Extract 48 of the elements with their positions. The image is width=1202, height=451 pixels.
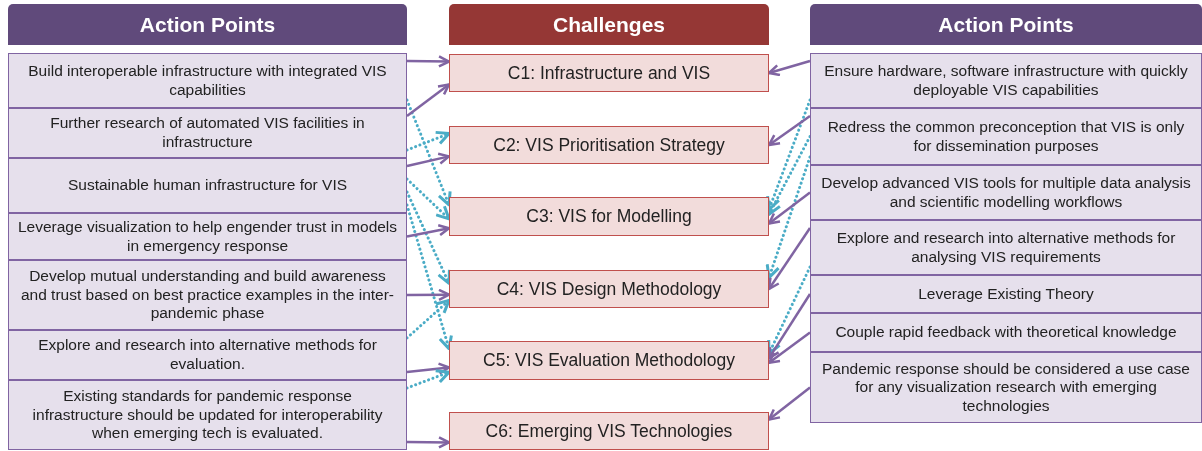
action-point-box: Explore and research into alternative methods for evaluation.	[8, 330, 407, 380]
arrow	[767, 386, 811, 421]
dotted-arrow	[405, 177, 451, 221]
dotted-arrow	[405, 98, 452, 207]
challenge-box: C4: VIS Design Methodology	[449, 270, 769, 308]
dotted-arrow	[767, 135, 812, 216]
dotted-arrow	[405, 130, 451, 152]
action-point-box: Existing standards for pandemic response infrastructure should be updated for interoperability when emerging tech is evaluated.	[8, 380, 407, 450]
challenge-box: C1: Infrastructure and VIS	[449, 54, 769, 92]
arrow	[406, 83, 451, 117]
action-point-box: Develop advanced VIS tools for multiple data analysis and scientific modelling workflows	[810, 165, 1202, 220]
arrow	[406, 152, 451, 168]
arrow	[406, 362, 451, 375]
challenge-box: C2: VIS Prioritisation Strategy	[449, 126, 769, 164]
dotted-arrow	[767, 265, 812, 355]
action-point-box: Build interoperable infrastructure with integrated VIS capabilities	[8, 53, 407, 108]
arrow	[406, 224, 451, 238]
action-point-box: Couple rapid feedback with theoretical knowledge	[810, 313, 1202, 352]
arrow	[767, 293, 812, 360]
challenge-box: C3: VIS for Modelling	[449, 197, 769, 236]
dotted-arrow	[405, 298, 451, 340]
dotted-arrow	[765, 155, 812, 280]
arrow	[767, 115, 811, 147]
action-point-box: Develop mutual understanding and build awareness and trust based on best practice examples in the inter-pandemic phase	[8, 260, 407, 330]
arrow	[407, 55, 451, 68]
column-header: Action Points	[8, 4, 407, 45]
action-point-box: Pandemic response should be considered a use case for any visualization research with emerging technologies	[810, 352, 1202, 423]
dotted-arrow	[405, 369, 451, 390]
dotted-arrow	[405, 190, 451, 285]
action-point-box: Explore and research into alternative methods for analysing VIS requirements	[810, 220, 1202, 275]
arrow	[407, 436, 451, 449]
challenge-box: C6: Emerging VIS Technologies	[449, 412, 769, 450]
dotted-arrow	[405, 203, 453, 351]
dotted-arrow	[766, 98, 812, 211]
action-point-box: Leverage Existing Theory	[810, 275, 1202, 313]
arrow	[767, 227, 812, 291]
arrow	[767, 59, 811, 77]
action-point-box: Ensure hardware, software infrastructure with quickly deployable VIS capabilities	[810, 53, 1202, 108]
action-point-box: Redress the common preconception that VIS is only for dissemination purposes	[810, 108, 1202, 165]
challenge-box: C5: VIS Evaluation Methodology	[449, 341, 769, 380]
arrow	[767, 191, 811, 225]
column-header: Action Points	[810, 4, 1202, 45]
arrow	[767, 331, 811, 365]
action-point-box: Leverage visualization to help engender trust in models in emergency response	[8, 213, 407, 260]
column-header: Challenges	[449, 4, 769, 45]
action-point-box: Further research of automated VIS facilities in infrastructure	[8, 108, 407, 158]
arrow	[407, 288, 451, 301]
action-point-box: Sustainable human infrastructure for VIS	[8, 158, 407, 213]
